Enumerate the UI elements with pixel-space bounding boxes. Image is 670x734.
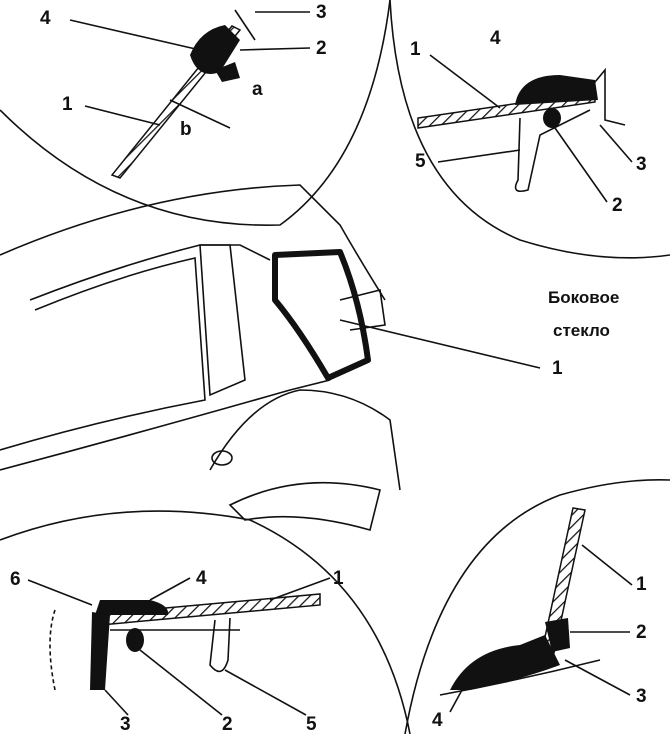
label-top-left-3: 3 — [316, 2, 327, 23]
label-bottom-right-1: 1 — [636, 574, 647, 595]
label-top-right-4: 4 — [490, 28, 501, 49]
detail-circle-bottom-left — [0, 510, 411, 734]
label-bottom-left-6: 6 — [10, 569, 21, 590]
label-bottom-left-1: 1 — [333, 568, 344, 589]
detail-top-right-drawing — [417, 54, 633, 203]
detail-top-left-drawing — [69, 9, 311, 179]
label-bottom-left-5: 5 — [306, 714, 317, 734]
caption-line-1: Боковое — [548, 288, 619, 307]
label-bottom-right-3: 3 — [636, 686, 647, 707]
label-top-right-1: 1 — [410, 39, 421, 60]
detail-bottom-left-drawing — [27, 577, 331, 716]
label-top-left-b: b — [180, 119, 192, 140]
label-bottom-right-4: 4 — [432, 710, 443, 731]
label-top-right-3: 3 — [636, 154, 647, 175]
label-top-left-a: a — [252, 79, 263, 100]
label-bottom-left-3: 3 — [120, 714, 131, 734]
label-top-left-4: 4 — [40, 8, 51, 29]
label-top-left-1: 1 — [62, 94, 73, 115]
detail-circle-top-right — [389, 0, 670, 259]
label-bottom-left-4: 4 — [196, 568, 207, 589]
detail-circle-bottom-right — [404, 478, 670, 734]
label-window-1: 1 — [552, 358, 563, 379]
detail-bottom-right-drawing — [439, 507, 633, 713]
label-top-right-2: 2 — [612, 195, 623, 216]
caption-line-2: стекло — [553, 321, 610, 340]
detail-circle-top-left — [0, 0, 391, 226]
label-bottom-left-2: 2 — [222, 714, 233, 734]
label-top-right-5: 5 — [415, 151, 426, 172]
car-body — [0, 184, 401, 531]
label-top-left-2: 2 — [316, 38, 327, 59]
side-window-outline — [272, 249, 371, 381]
label-bottom-right-2: 2 — [636, 622, 647, 643]
